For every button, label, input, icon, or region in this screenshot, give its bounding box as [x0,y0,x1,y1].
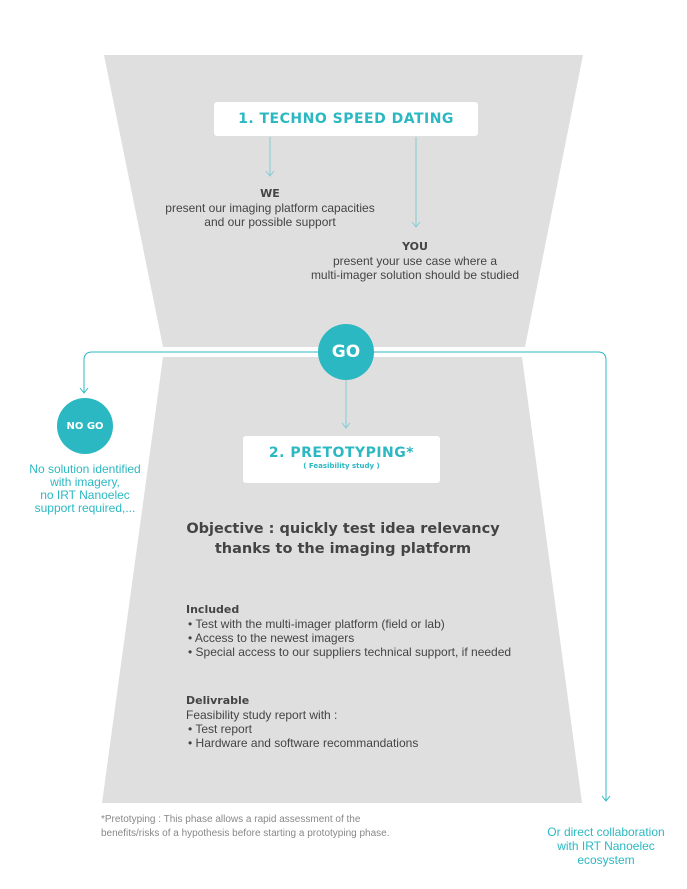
nogo-line: support required,... [34,501,136,515]
objective: Objective : quickly test idea relevancy … [160,519,526,559]
nogo-line: No solution identified [29,462,141,476]
you-block: YOU present your use case where a multi-… [300,240,530,282]
deliverable-section: Delivrable Feasibility study report with… [186,694,418,750]
you-line: multi-imager solution should be studied [310,268,520,282]
nogo-label: NO GO [66,420,104,432]
nogo-line: with imagery, [50,475,120,489]
included-item: Access to the newest imagers [188,631,511,645]
deliverable-intro: Feasibility study report with : [186,708,338,722]
nogo-line: no IRT Nanoelec [40,488,130,502]
included-section: Included Test with the multi-imager plat… [186,603,511,659]
step2-title-box: 2. PRETOTYPING* ( Feasibility study ) [243,436,440,483]
phase2-funnel [102,357,582,803]
collab-line: ecosystem [577,853,635,867]
footnote-line: benefits/risks of a hypothesis before st… [101,828,390,839]
go-label: GO [331,342,361,362]
we-line: present our imaging platform capacities [165,201,375,215]
objective-line: thanks to the imaging platform [214,541,472,557]
objective-line: Objective : quickly test idea relevancy [186,521,500,537]
footnote-line: *Pretotyping : This phase allows a rapid… [101,814,361,825]
deliverable-item: Test report [188,722,418,736]
included-label: Included [186,603,240,616]
step1-title-box: 1. TECHNO SPEED DATING [214,102,478,136]
deliverable-item: Hardware and software recommandations [188,736,419,750]
nogo-circle: NO GO [57,398,113,454]
step2-title: 2. PRETOTYPING* [268,445,415,461]
you-line: present your use case where a [332,254,498,268]
included-item: Special access to our suppliers technica… [188,645,512,659]
arrow-you [411,137,421,228]
collab-line: Or direct collaboration [547,825,665,839]
collab-line: with IRT Nanoelec [557,839,655,853]
we-block: WE present our imaging platform capaciti… [150,187,390,229]
arrow-left [79,387,89,394]
we-line: and our possible support [204,215,336,229]
nogo-text: No solution identified with imagery, no … [20,463,150,515]
footnote: *Pretotyping : This phase allows a rapid… [101,813,390,841]
arrow-right [601,795,611,802]
step1-title: 1. TECHNO SPEED DATING [238,111,454,127]
step2-subtitle: ( Feasibility study ) [303,462,380,470]
you-label: YOU [402,240,428,253]
included-item: Test with the multi-imager platform (fie… [188,617,511,631]
go-circle: GO [318,324,374,380]
collab-text: Or direct collaboration with IRT Nanoele… [536,825,676,867]
we-label: WE [260,187,280,200]
deliverable-label: Delivrable [186,694,250,707]
arrow-we [265,137,275,177]
